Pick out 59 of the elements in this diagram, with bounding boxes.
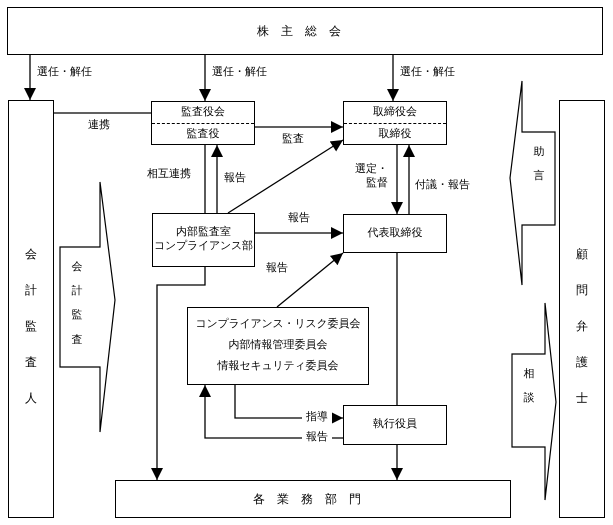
department-box: [152, 213, 255, 267]
block-arrow: [59, 181, 116, 433]
node-label: 株主総会: [257, 23, 353, 40]
edge-label: 監査: [282, 133, 304, 147]
block-arrow-label: 会計監査: [72, 260, 82, 348]
node-label: 取締役: [378, 126, 412, 142]
edge-label: 相互連携: [147, 168, 191, 182]
edge-label: 選定・監督: [354, 163, 388, 190]
block-arrow: [509, 80, 556, 286]
auditor-box: [8, 100, 54, 518]
edge-label: 指導: [302, 411, 332, 425]
block-arrow-label: 相談: [524, 367, 534, 406]
board-box: [343, 101, 447, 145]
board-box: [151, 101, 255, 145]
node-label: 各業務部門: [253, 491, 373, 508]
connector-line: [396, 253, 398, 405]
node-label: 代表取締役: [368, 226, 422, 240]
officer-box: [343, 405, 447, 445]
arrow: [391, 145, 403, 214]
edge-label: 報告: [266, 262, 288, 276]
edge-label: 報告: [224, 172, 246, 186]
arrow: [255, 227, 343, 239]
edge-label: 選任・解任: [37, 66, 92, 80]
node-label: 執行役員: [373, 418, 417, 432]
arrow: [199, 55, 211, 101]
arrow: [276, 252, 344, 308]
node-label: 取締役会: [373, 104, 417, 120]
node-label: コンプライアンス・リスク委員会: [196, 318, 360, 332]
arrow: [255, 121, 343, 133]
edge-label: 報告: [288, 212, 310, 226]
arrow: [387, 55, 399, 101]
node-label: 監査役会: [181, 105, 225, 120]
block-arrow-label: 助言: [534, 145, 544, 184]
node-label: 情報セキュリティ委員会: [218, 360, 338, 374]
edge-label: 選任・解任: [212, 66, 267, 80]
node-label: コンプライアンス部: [154, 240, 253, 254]
arrow: [211, 145, 223, 213]
edge-label: 選任・解任: [400, 66, 455, 80]
arrow: [151, 267, 206, 480]
node-label: 内部情報管理委員会: [228, 339, 328, 353]
edge-label: 付議・報告: [415, 179, 470, 193]
node-label: 内部監査室: [176, 226, 231, 240]
node-label: 監査役: [186, 126, 220, 142]
block-arrow: [511, 302, 557, 501]
arrow: [391, 445, 403, 480]
meeting-box: [7, 7, 603, 55]
connector-line: [204, 145, 206, 213]
node-label: 会計監査人: [25, 246, 37, 407]
connector-line: [54, 112, 151, 114]
division-box: [115, 480, 511, 518]
lawyer-box: [559, 100, 605, 518]
executive-box: [343, 214, 447, 253]
edge-label: 報告: [302, 431, 332, 445]
arrow: [228, 139, 344, 214]
arrow: [403, 145, 415, 214]
arrow: [24, 55, 36, 100]
node-label: 顧問弁護士: [576, 246, 588, 407]
committee-box: [187, 307, 369, 385]
edge-label: 連携: [88, 119, 110, 133]
